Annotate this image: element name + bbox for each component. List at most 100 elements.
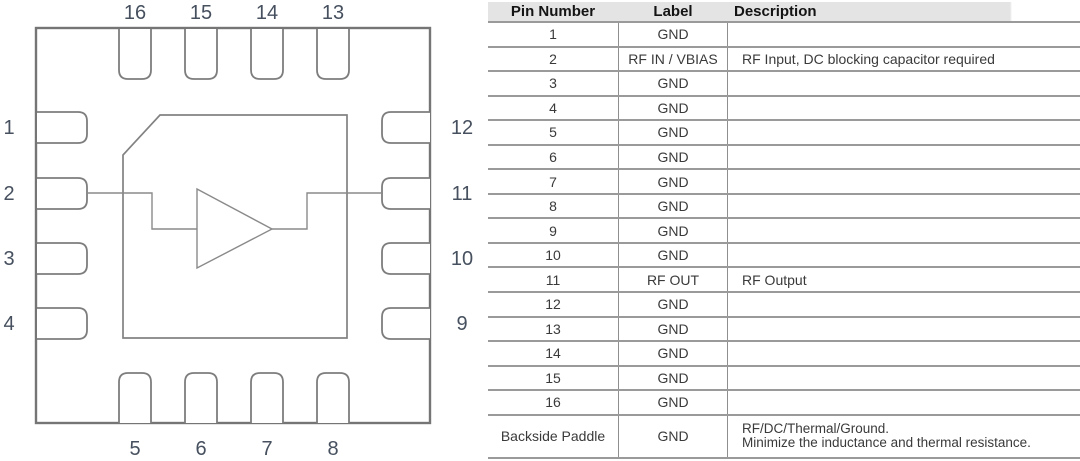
pin-number-cell: 15 <box>545 369 561 386</box>
description-cell <box>728 367 1080 390</box>
description-cell <box>728 342 1080 365</box>
pin-number-cell: 8 <box>549 198 557 215</box>
pin-number-cell: 14 <box>545 345 561 362</box>
pin-number-cell: 4 <box>549 99 557 116</box>
table-row: 16 GND <box>488 391 1080 416</box>
pin-description-table: Pin Number Label Description 1 GND 2 RF … <box>488 2 1080 459</box>
label-cell: RF IN / VBIAS <box>618 47 728 71</box>
pin-pad-4 <box>37 307 88 340</box>
description-cell: RF Input, DC blocking capacitor required <box>742 50 995 67</box>
table-row: 2 RF IN / VBIAS RF Input, DC blocking ca… <box>488 47 1080 73</box>
pin-label-12: 12 <box>451 117 473 139</box>
pin-label-10: 10 <box>451 248 473 270</box>
label-cell: RF OUT <box>618 268 728 292</box>
package-outline <box>34 26 432 425</box>
pin-number-cell: 12 <box>545 296 561 313</box>
rf-output-trace <box>272 192 382 230</box>
pin-pad-12 <box>381 111 430 144</box>
table-row: 4 GND <box>488 96 1080 122</box>
label-cell: GND <box>618 219 728 242</box>
pin-number-cell: 16 <box>545 394 561 411</box>
die-outline <box>122 114 348 339</box>
pin-label-8: 8 <box>327 438 338 460</box>
table-row: 1 GND <box>488 23 1080 48</box>
description-cell <box>728 97 1080 120</box>
description-cell <box>728 146 1080 169</box>
table-header-row: Pin Number Label Description <box>488 2 1080 23</box>
label-cell: GND <box>618 121 728 144</box>
description-cell <box>728 244 1080 267</box>
pin-label-7: 7 <box>261 438 272 460</box>
description-cell <box>728 293 1080 316</box>
table-row: 6 GND <box>488 145 1080 171</box>
table-row: 11 RF OUT RF Output <box>488 268 1080 294</box>
header-label: Label <box>653 3 693 20</box>
table-row: 3 GND <box>488 72 1080 97</box>
pin-number-cell: 6 <box>549 149 557 165</box>
pin-pad-14 <box>250 29 284 80</box>
table-row: 15 GND <box>488 366 1080 392</box>
pin-number-cell: 9 <box>549 222 557 239</box>
label-cell: GND <box>618 72 728 95</box>
pin-pad-9 <box>381 307 430 340</box>
label-cell: GND <box>618 415 728 457</box>
pin-label-5: 5 <box>129 438 140 460</box>
label-cell: GND <box>618 145 728 169</box>
label-cell: GND <box>618 391 728 414</box>
description-cell <box>728 318 1080 341</box>
table-row: 14 GND <box>488 342 1080 367</box>
package-diagram: 16 15 14 13 1 2 3 4 12 11 10 9 5 6 7 8 <box>0 0 488 461</box>
pin-label-14: 14 <box>256 2 278 24</box>
pin-pad-15 <box>184 29 218 80</box>
table-row: 7 GND <box>488 170 1080 195</box>
rf-input-trace <box>87 192 197 230</box>
pin-number-cell: 3 <box>549 75 557 92</box>
description-cell <box>728 391 1080 414</box>
pin-pad-16 <box>118 29 152 80</box>
label-cell: GND <box>618 366 728 390</box>
pin-label-3: 3 <box>3 248 14 270</box>
pin-number-cell: 5 <box>549 124 557 141</box>
description-cell <box>728 72 1080 95</box>
pin-pad-6 <box>184 372 218 423</box>
pin-label-11: 11 <box>452 183 473 205</box>
pin-label-13: 13 <box>322 2 344 24</box>
label-cell: GND <box>618 170 728 193</box>
description-cell <box>728 23 1080 46</box>
table-row: 5 GND <box>488 121 1080 146</box>
table-row: 12 GND <box>488 293 1080 318</box>
pin-label-1: 1 <box>3 117 14 139</box>
pin-pad-13 <box>316 29 350 80</box>
pin-label-9: 9 <box>456 313 467 335</box>
pin-pad-7 <box>250 372 284 423</box>
description-cell <box>728 195 1080 218</box>
header-pin-number: Pin Number <box>510 3 596 20</box>
pin-label-16: 16 <box>124 2 146 24</box>
table-row: 13 GND <box>488 317 1080 343</box>
pin-pad-1 <box>37 111 88 144</box>
label-cell: GND <box>618 243 728 267</box>
pin-label-6: 6 <box>195 438 206 460</box>
pin-label-2: 2 <box>3 183 14 205</box>
table-row: 8 GND <box>488 194 1080 220</box>
pin-number-cell: 13 <box>545 320 561 337</box>
amplifier-triangle-icon <box>196 187 274 270</box>
description-cell <box>728 219 1080 242</box>
pin-number-cell: Backside Paddle <box>500 428 606 445</box>
pin-number-cell: 1 <box>549 26 557 43</box>
table-row: 9 GND <box>488 219 1080 244</box>
table-row: 10 GND <box>488 243 1080 269</box>
description-cell <box>728 121 1080 144</box>
label-cell: GND <box>618 293 728 316</box>
label-cell: GND <box>618 342 728 365</box>
pin-pad-11 <box>381 177 430 210</box>
pin-pad-3 <box>37 242 88 275</box>
label-cell: GND <box>618 23 728 46</box>
pin-pad-2 <box>37 177 88 210</box>
pin-label-15: 15 <box>190 2 212 24</box>
pin-number-cell: 11 <box>545 271 561 288</box>
description-cell: RF Output <box>742 271 807 288</box>
pin-label-4: 4 <box>3 313 14 335</box>
pin-pad-10 <box>381 242 430 275</box>
